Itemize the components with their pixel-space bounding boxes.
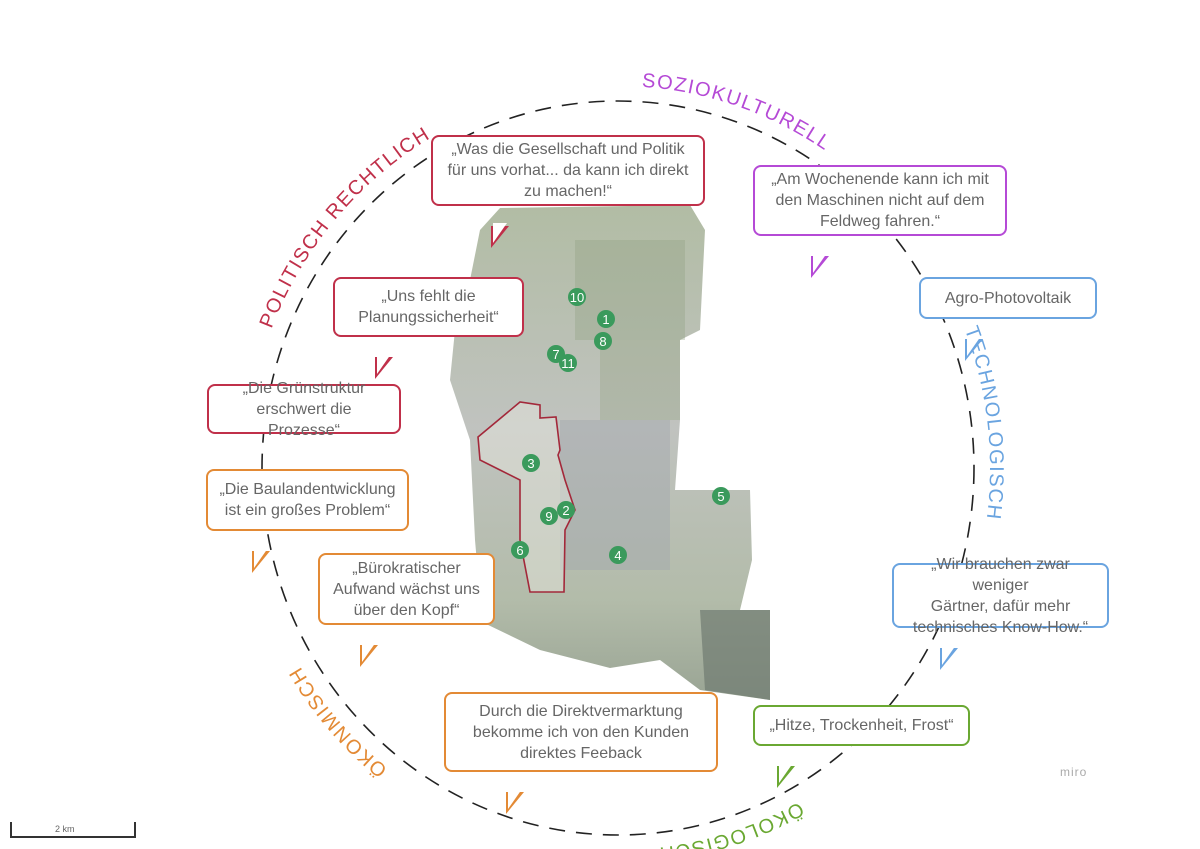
marker-label: 8 — [599, 334, 606, 349]
quote-text: Durch die Direktvermarktung bekomme ich … — [472, 702, 690, 762]
scale-bar-label: 2 km — [55, 824, 75, 834]
quote-text: „Bürokratischer Aufwand wächst uns über … — [333, 559, 480, 619]
quote-text: „Wir brauchen zwar weniger Gärtner, dafü… — [912, 555, 1089, 636]
map-marker-2[interactable]: 2 — [557, 501, 575, 519]
map-marker-1[interactable]: 1 — [597, 310, 615, 328]
quote-text: „Die Baulandentwicklung ist ein großes P… — [219, 481, 396, 519]
map-marker-6[interactable]: 6 — [511, 541, 529, 559]
dashed-circle — [261, 100, 975, 836]
marker-circle — [609, 546, 627, 564]
aerial-map — [450, 205, 770, 700]
quote-bubble: „Hitze, Trockenheit, Frost“ — [753, 705, 970, 788]
marker-circle — [712, 487, 730, 505]
quote-bubble: Agro-Photovoltaik — [919, 277, 1097, 361]
marker-circle — [597, 310, 615, 328]
map-marker-10[interactable]: 10 — [568, 288, 586, 306]
quote-bubble: „Die Grünstruktur erschwert die Prozesse… — [207, 380, 401, 439]
marker-label: 11 — [561, 356, 575, 371]
marker-circle — [540, 507, 558, 525]
quote-bubble: „Am Wochenende kann ich mit den Maschine… — [753, 165, 1007, 278]
marker-label: 9 — [545, 509, 552, 524]
marker-label: 1 — [602, 312, 609, 327]
marker-label: 3 — [527, 456, 534, 471]
map-marker-3[interactable]: 3 — [522, 454, 540, 472]
marker-circle — [568, 288, 586, 306]
map-marker-4[interactable]: 4 — [609, 546, 627, 564]
map-marker-8[interactable]: 8 — [594, 332, 612, 350]
marker-circle — [511, 541, 529, 559]
scale-bar — [10, 822, 136, 838]
quote-bubble: „Was die Gesellschaft und Politik für un… — [431, 135, 705, 248]
quote-bubble: „Wir brauchen zwar weniger Gärtner, dafü… — [892, 556, 1109, 670]
quote-bubble: „Die Baulandentwicklung ist ein großes P… — [206, 469, 409, 573]
marker-circle — [557, 501, 575, 519]
label-oekonomisch: ÖKONMISCH — [285, 662, 392, 781]
quote-text: „Hitze, Trockenheit, Frost“ — [769, 717, 954, 734]
marker-circle — [559, 354, 577, 372]
marker-circle — [522, 454, 540, 472]
label-oekologisch: ÖKOLOGISCH — [657, 797, 807, 849]
quote-bubble: „Uns fehlt die Planungssicherheit“ — [333, 277, 524, 379]
map-marker-5[interactable]: 5 — [712, 487, 730, 505]
quote-text: „Uns fehlt die Planungssicherheit“ — [358, 288, 499, 326]
marker-label: 7 — [552, 347, 559, 362]
quote-bubble: Durch die Direktvermarktung bekomme ich … — [444, 692, 718, 814]
marker-circle — [594, 332, 612, 350]
quote-text: „Am Wochenende kann ich mit den Maschine… — [771, 171, 989, 230]
quote-text: Agro-Photovoltaik — [944, 289, 1072, 307]
map-marker-9[interactable]: 9 — [540, 507, 558, 525]
marker-label: 5 — [717, 489, 724, 504]
marker-label: 2 — [562, 503, 569, 518]
marker-label: 6 — [516, 543, 523, 558]
map-marker-11[interactable]: 11 — [559, 354, 577, 372]
marker-label: 10 — [570, 290, 584, 305]
quote-text: „Die Grünstruktur erschwert die Prozesse… — [242, 379, 366, 439]
quote-bubble: „Bürokratischer Aufwand wächst uns über … — [318, 553, 495, 667]
quote-text: „Was die Gesellschaft und Politik für un… — [447, 141, 689, 200]
marker-label: 4 — [614, 548, 621, 563]
miro-watermark: miro — [1060, 765, 1088, 779]
